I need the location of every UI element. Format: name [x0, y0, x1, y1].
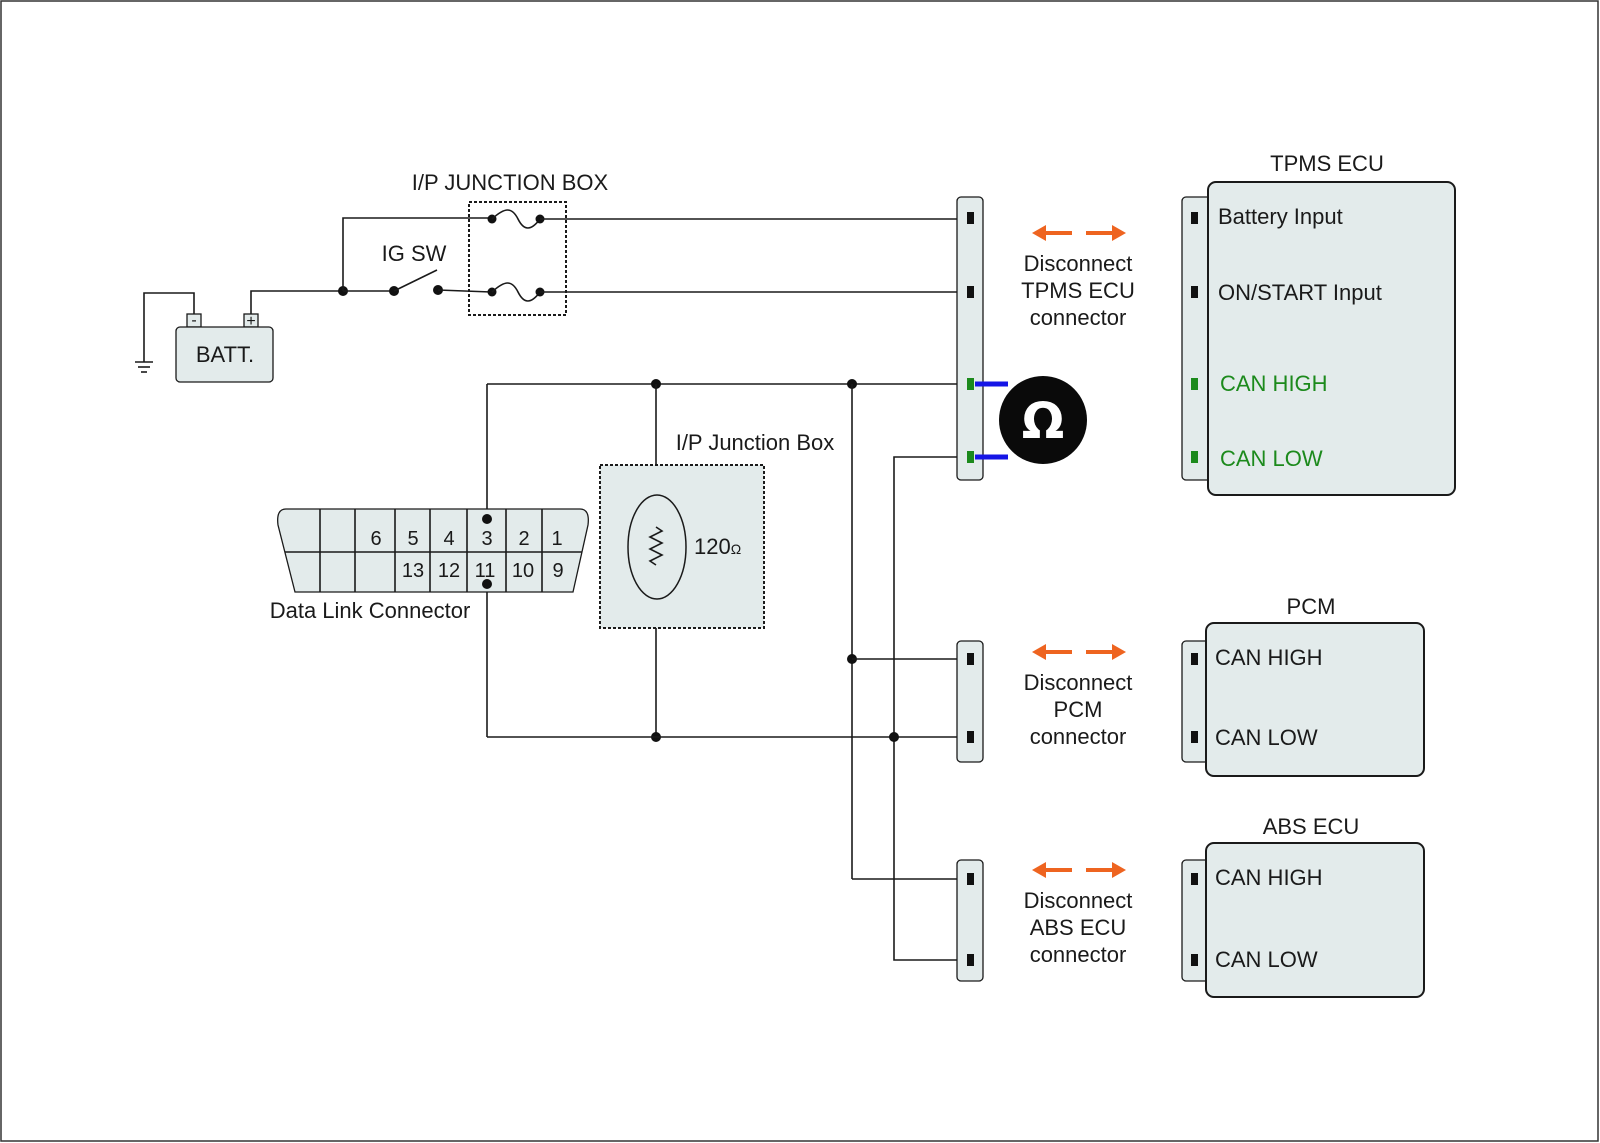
battery-positive-wire — [250, 290, 343, 314]
harness-connector-pcm — [956, 640, 984, 763]
abs-pin-can-low: CAN LOW — [1215, 947, 1318, 972]
pcm-pin-can-low: CAN LOW — [1215, 725, 1318, 750]
tpms-ecu-box — [1207, 181, 1456, 496]
svg-text:TPMS ECU: TPMS ECU — [1021, 278, 1135, 303]
abs-ecu-title: ABS ECU — [1263, 814, 1360, 839]
ground-icon — [135, 292, 195, 373]
harness-connector-abs — [956, 859, 984, 982]
ohmmeter — [999, 376, 1087, 464]
pcm-box — [1205, 622, 1425, 777]
disconnect-arrow-tpms — [1032, 225, 1126, 241]
battery-body — [175, 326, 274, 383]
abs-ecu-box — [1205, 842, 1425, 998]
ig-switch-label: IG SW — [382, 241, 447, 266]
dlc-pin-4: 4 — [443, 528, 454, 550]
can-low-drop — [893, 456, 964, 961]
battery-input-wire — [342, 217, 491, 291]
svg-text:connector: connector — [1030, 724, 1127, 749]
splice-dot — [889, 732, 899, 742]
dlc-pin-3: 3 — [481, 528, 492, 550]
battery-label: BATT. — [196, 342, 254, 367]
resistor-outline — [627, 494, 687, 600]
dlc-pin-12: 12 — [438, 560, 460, 582]
disconnect-arrow-pcm — [1032, 644, 1126, 660]
tpms-pin-on-start-input: ON/START Input — [1218, 280, 1382, 305]
fuse-upper — [487, 209, 545, 229]
harness-connector-tpms — [956, 196, 984, 481]
dlc-pin-1: 1 — [551, 528, 562, 550]
battery-plus-label: + — [246, 313, 255, 330]
disconnect-text-abs: Disconnect ABS ECU connector — [1024, 888, 1133, 967]
fuse-lower — [487, 282, 545, 302]
tpms-pin-can-low: CAN LOW — [1220, 446, 1323, 471]
battery: - + BATT. — [175, 312, 274, 383]
dlc-label: Data Link Connector — [270, 598, 471, 623]
data-link-connector: 6 5 4 3 2 1 13 12 11 10 9 — [277, 508, 589, 593]
dlc-pin-6: 6 — [370, 528, 381, 550]
svg-text:Disconnect: Disconnect — [1024, 251, 1133, 276]
svg-text:connector: connector — [1030, 305, 1127, 330]
tpms-pin-can-high: CAN HIGH — [1220, 371, 1328, 396]
power-section: - + BATT. IG SW I/P JUNCTION BOX — [135, 170, 964, 383]
resistor-value: 120Ω — [694, 534, 741, 559]
tpms-ecu-title: TPMS ECU — [1270, 151, 1384, 176]
resistor-icon — [648, 526, 664, 566]
tpms-pin-battery-input: Battery Input — [1218, 204, 1343, 229]
disconnect-text-tpms: Disconnect TPMS ECU connector — [1021, 251, 1135, 330]
dlc-pin-11: 11 — [475, 560, 496, 582]
abs-pin-can-high: CAN HIGH — [1215, 865, 1323, 890]
on-start-wire — [437, 289, 492, 293]
ip-junction-box-label: I/P JUNCTION BOX — [412, 170, 609, 195]
disconnect-text-pcm: Disconnect PCM connector — [1024, 670, 1133, 749]
battery-minus-label: - — [191, 312, 196, 329]
dlc-pin-10: 10 — [512, 560, 534, 582]
dlc-pin-2: 2 — [518, 528, 529, 550]
svg-text:PCM: PCM — [1054, 697, 1103, 722]
ohm-icon: Ω — [1022, 392, 1065, 450]
svg-text:ABS ECU: ABS ECU — [1030, 915, 1127, 940]
svg-text:Disconnect: Disconnect — [1024, 670, 1133, 695]
ip-junction-box-resistor-label: I/P Junction Box — [676, 430, 835, 455]
dlc-pin-5: 5 — [407, 528, 418, 550]
svg-text:Disconnect: Disconnect — [1024, 888, 1133, 913]
dlc-pin-13: 13 — [402, 560, 424, 582]
pcm-title: PCM — [1287, 594, 1336, 619]
svg-text:connector: connector — [1030, 942, 1127, 967]
disconnect-arrow-abs — [1032, 862, 1126, 878]
dlc-pin-9: 9 — [552, 560, 563, 582]
pcm-pin-can-high: CAN HIGH — [1215, 645, 1323, 670]
